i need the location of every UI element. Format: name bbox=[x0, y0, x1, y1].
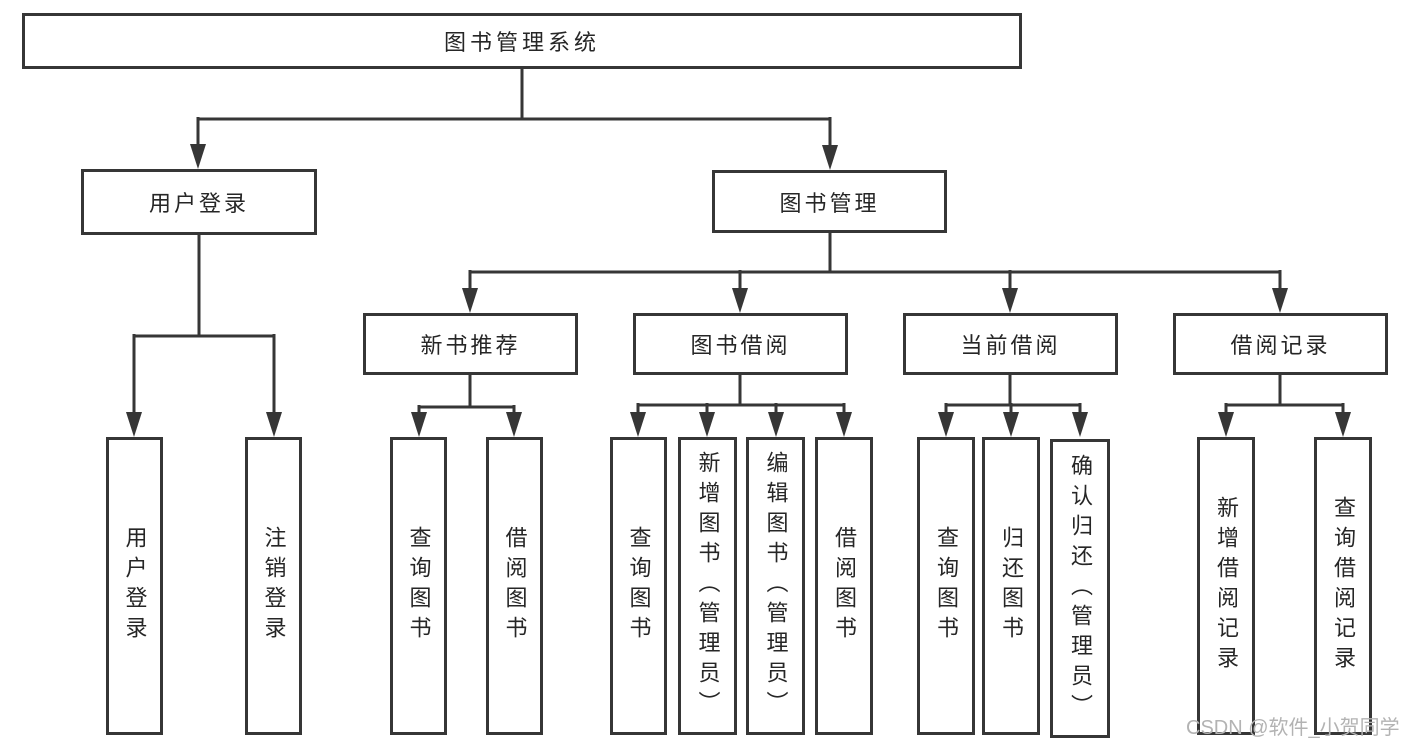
node-borrow-records: 借阅记录 bbox=[1173, 313, 1388, 375]
leaf-confirm-return-admin: 确认归还（管理员） bbox=[1050, 439, 1110, 738]
arrow-bookborrow-c bbox=[768, 412, 784, 437]
arrow-bookborrow-d bbox=[836, 412, 852, 437]
leaf-query-books-current: 查询图书 bbox=[917, 437, 975, 735]
arrow-leaf-user-login bbox=[126, 412, 142, 437]
arrow-book-borrow bbox=[732, 288, 748, 313]
node-book-management: 图书管理 bbox=[712, 170, 947, 233]
arrow-user-login bbox=[190, 144, 206, 169]
node-book-borrow: 图书借阅 bbox=[633, 313, 848, 375]
node-user-login: 用户登录 bbox=[81, 169, 317, 235]
leaf-edit-book-admin: 编辑图书（管理员） bbox=[746, 437, 805, 735]
arrow-currentborrow-c bbox=[1072, 412, 1088, 437]
arrow-newbook-a bbox=[411, 412, 427, 437]
arrow-currentborrow-a bbox=[938, 412, 954, 437]
leaf-add-borrow-record: 新增借阅记录 bbox=[1197, 437, 1255, 735]
arrow-records-b bbox=[1335, 412, 1351, 437]
leaf-query-books-recommend: 查询图书 bbox=[390, 437, 447, 735]
arrow-book-management bbox=[822, 145, 838, 170]
leaf-return-book: 归还图书 bbox=[982, 437, 1040, 735]
leaf-logout: 注销登录 bbox=[245, 437, 302, 735]
arrow-new-book bbox=[462, 288, 478, 313]
arrow-current-borrow bbox=[1002, 288, 1018, 313]
arrow-newbook-b bbox=[506, 412, 522, 437]
leaf-borrow-books-recommend: 借阅图书 bbox=[486, 437, 543, 735]
leaf-add-book-admin: 新增图书（管理员） bbox=[678, 437, 737, 735]
arrow-bookborrow-a bbox=[630, 412, 646, 437]
leaf-query-borrow-record: 查询借阅记录 bbox=[1314, 437, 1372, 735]
arrow-borrow-records bbox=[1272, 288, 1288, 313]
leaf-borrow-books: 借阅图书 bbox=[815, 437, 873, 735]
leaf-query-books-borrow: 查询图书 bbox=[610, 437, 667, 735]
leaf-user-login: 用户登录 bbox=[106, 437, 163, 735]
watermark-text: CSDN @软件_小贺同学 bbox=[1186, 717, 1400, 739]
arrow-currentborrow-b bbox=[1003, 412, 1019, 437]
node-system-root: 图书管理系统 bbox=[22, 13, 1022, 69]
node-current-borrow: 当前借阅 bbox=[903, 313, 1118, 375]
arrow-bookborrow-b bbox=[699, 412, 715, 437]
node-new-book-recommend: 新书推荐 bbox=[363, 313, 578, 375]
arrow-records-a bbox=[1218, 412, 1234, 437]
arrow-leaf-logout bbox=[266, 412, 282, 437]
